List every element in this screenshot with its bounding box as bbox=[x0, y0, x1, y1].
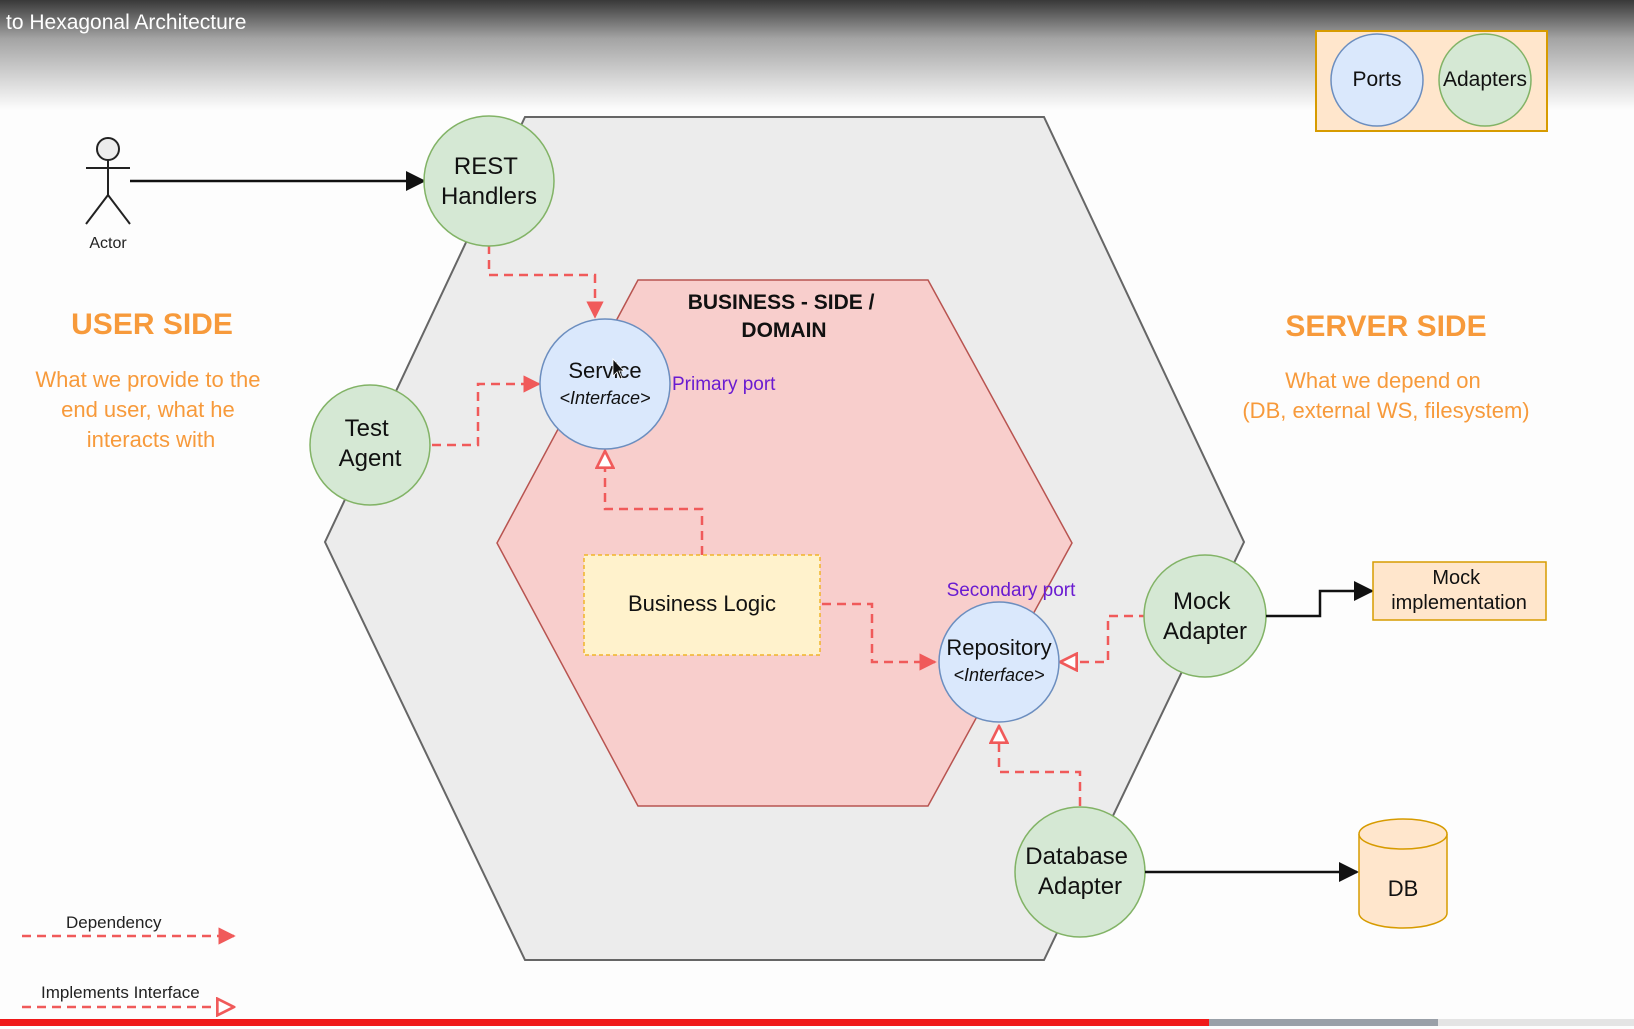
database-adapter-label-line: Adapter bbox=[1038, 873, 1122, 900]
service-port bbox=[539, 318, 671, 450]
implements-legend-label: Implements Interface bbox=[41, 983, 200, 1002]
video-progress-bar[interactable] bbox=[0, 1019, 1634, 1026]
mock-adapter-implements-repository bbox=[1060, 614, 1148, 662]
rest-handlers-label-line: Handlers bbox=[441, 183, 537, 210]
dependency-legend-label: Dependency bbox=[66, 913, 162, 932]
rest-to-service-dependency bbox=[487, 245, 604, 319]
user-side-desc-line: end user, what he bbox=[61, 397, 235, 422]
legend-ports-label: Ports bbox=[1352, 68, 1401, 91]
mock-adapter-label: Mock Adapter bbox=[1163, 588, 1247, 645]
db-label: DB bbox=[1388, 876, 1419, 901]
repository-port-kind: <Interface> bbox=[953, 665, 1044, 685]
mock-adapter-label-line: Adapter bbox=[1163, 618, 1247, 645]
business-logic-box bbox=[583, 554, 821, 656]
domain-title: BUSINESS - SIDE / DOMAIN bbox=[688, 291, 881, 342]
rest-handlers-adapter bbox=[423, 115, 555, 247]
test-agent-label-line: Agent bbox=[339, 445, 402, 472]
domain-title-line: DOMAIN bbox=[741, 319, 826, 342]
mock-adapter-label-line: Mock bbox=[1173, 588, 1231, 615]
legend-adapter-circle bbox=[1438, 33, 1532, 127]
user-side-description: What we provide to the end user, what he… bbox=[35, 367, 266, 452]
mock-implementation-label-line: Mock bbox=[1432, 567, 1481, 589]
db-cylinder bbox=[1358, 818, 1448, 929]
repository-port bbox=[938, 601, 1060, 723]
secondary-port-caption: Secondary port bbox=[947, 580, 1077, 601]
server-side-desc-line: What we depend on bbox=[1285, 368, 1481, 393]
database-adapter-implements-repository bbox=[999, 726, 1082, 806]
service-port-name: Service bbox=[568, 358, 641, 383]
test-agent-label-line: Test bbox=[345, 415, 389, 442]
domain-title-line: BUSINESS - SIDE / bbox=[688, 291, 875, 314]
mock-implementation-label: Mock implementation bbox=[1391, 567, 1527, 614]
service-port-kind: <Interface> bbox=[559, 388, 650, 408]
rest-handlers-label: REST Handlers bbox=[441, 153, 537, 210]
mouse-cursor-icon bbox=[612, 357, 625, 380]
mock-implementation-box bbox=[1372, 561, 1547, 621]
video-played-bar bbox=[0, 1019, 1210, 1026]
mock-adapter bbox=[1143, 554, 1267, 678]
user-side-desc-line: interacts with bbox=[87, 427, 215, 452]
test-agent-adapter bbox=[309, 384, 431, 506]
business-logic-to-repository-dependency bbox=[822, 602, 937, 671]
primary-port-caption: Primary port bbox=[672, 374, 776, 395]
mock-implementation-label-line: implementation bbox=[1391, 592, 1527, 614]
server-side-desc-line: (DB, external WS, filesystem) bbox=[1242, 398, 1529, 423]
test-agent-to-service-dependency bbox=[432, 375, 541, 447]
business-logic-label: Business Logic bbox=[628, 591, 776, 616]
mock-to-implementation-arrow bbox=[1266, 581, 1374, 618]
video-title[interactable]: to Hexagonal Architecture bbox=[6, 11, 247, 34]
user-side-title: USER SIDE bbox=[71, 308, 233, 341]
test-agent-label: Test Agent bbox=[339, 415, 402, 472]
rest-handlers-label-line: REST bbox=[454, 153, 518, 180]
legend-port-circle bbox=[1330, 33, 1424, 127]
server-side-title: SERVER SIDE bbox=[1285, 310, 1486, 343]
actor-icon bbox=[85, 137, 131, 225]
database-adapter-label: Database Adapter bbox=[1025, 843, 1134, 900]
database-adapter-label-line: Database bbox=[1025, 843, 1128, 870]
actor-label: Actor bbox=[89, 235, 127, 252]
business-logic-implements-service bbox=[605, 451, 704, 555]
server-side-description: What we depend on (DB, external WS, file… bbox=[1242, 368, 1529, 423]
user-side-desc-line: What we provide to the bbox=[35, 367, 260, 392]
repository-port-name: Repository bbox=[946, 635, 1051, 660]
legend-adapters-label: Adapters bbox=[1443, 68, 1527, 91]
database-adapter bbox=[1014, 806, 1146, 938]
